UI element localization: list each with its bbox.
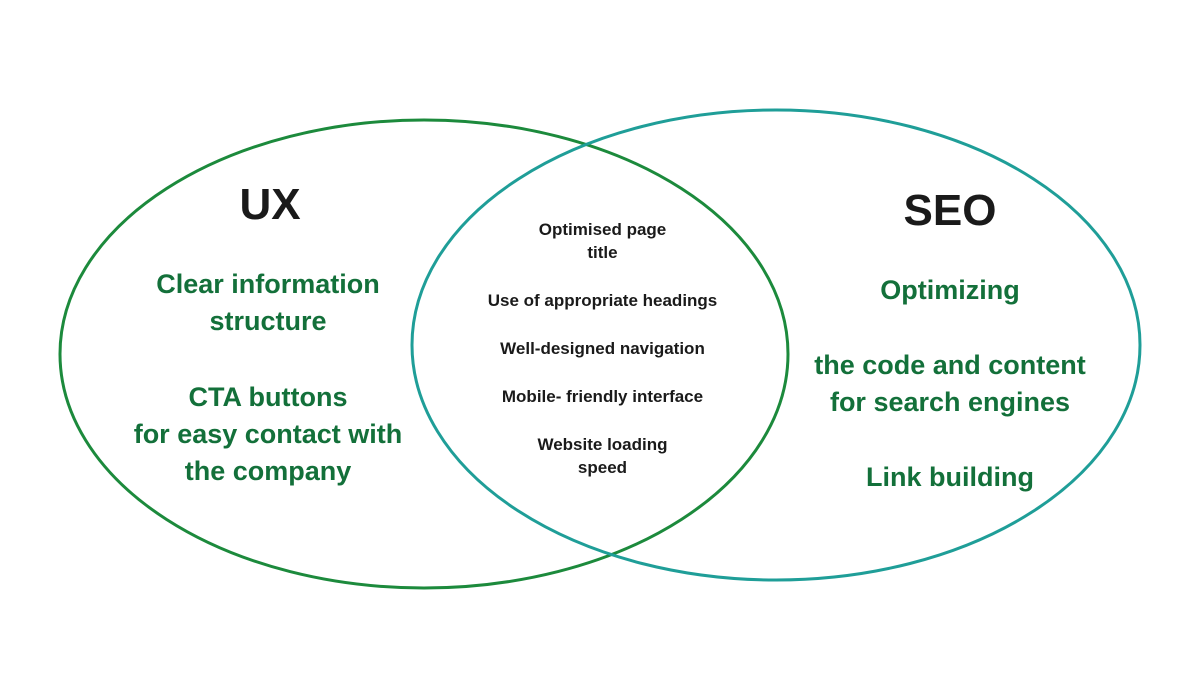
seo-item-optimizing: Optimizing [880, 275, 1020, 305]
overlap-item-navigation: Well-designed navigation [500, 339, 705, 358]
ux-circle [58, 118, 790, 590]
ux-title: UX [239, 180, 301, 229]
overlap-item-mobile-friendly: Mobile- friendly interface [501, 387, 704, 406]
overlap-item-headings: Use of appropriate headings [487, 291, 718, 310]
seo-title: SEO [903, 186, 997, 235]
seo-circle [410, 108, 1142, 582]
seo-item-link-building: Link building [866, 462, 1034, 492]
